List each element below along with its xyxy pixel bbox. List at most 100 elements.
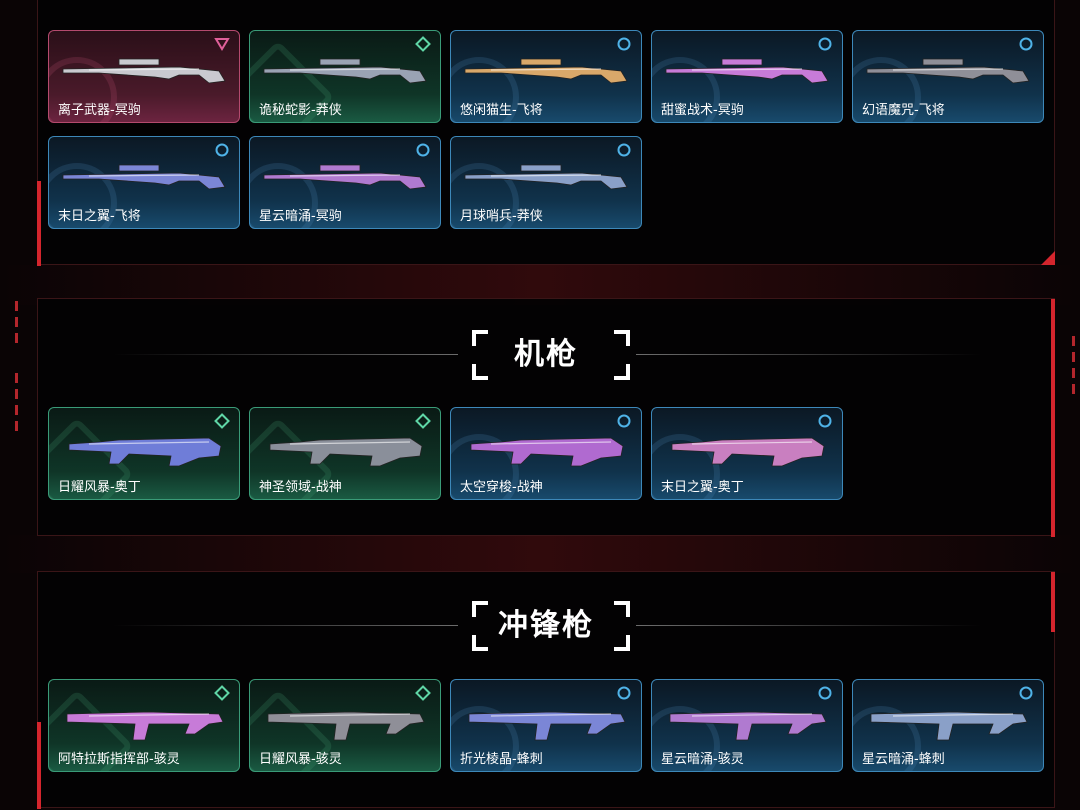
heading-bracket-right (614, 601, 630, 651)
weapon-skin-card[interactable]: 悠闲猫生-飞将 (450, 30, 642, 123)
heading-bracket-left (472, 601, 488, 651)
ring-icon (1019, 686, 1033, 700)
card-label: 末日之翼-奥丁 (661, 480, 744, 495)
machine-gun-image (671, 437, 825, 467)
smg-image (669, 711, 827, 741)
diamond-icon (214, 413, 230, 429)
weapon-skin-card[interactable]: 月球哨兵-莽侠 (450, 136, 642, 229)
section-title: 机枪 (514, 337, 578, 372)
weapon-skin-card[interactable]: 星云暗涌-蜂刺 (852, 679, 1044, 772)
ring-icon (617, 37, 631, 51)
ring-icon (617, 414, 631, 428)
smg-image (267, 711, 425, 741)
ring-icon (1019, 37, 1033, 51)
ring-icon (818, 686, 832, 700)
card-label: 星云暗涌-蜂刺 (862, 752, 945, 767)
weapon-skin-card[interactable]: 诡秘蛇影-莽侠 (249, 30, 441, 123)
card-label: 日耀风暴-骇灵 (259, 752, 342, 767)
ring-icon (416, 143, 430, 157)
card-glow-decoration (652, 706, 720, 771)
card-label: 神圣领域-战神 (259, 480, 342, 495)
sniper-rifle-image (464, 58, 628, 84)
sniper-rifle-image (62, 164, 226, 190)
weapon-skin-card[interactable]: 太空穿梭-战神 (450, 407, 642, 500)
sniper-rifle-image (464, 164, 628, 190)
weapon-skin-card[interactable]: 星云暗涌-骇灵 (651, 679, 843, 772)
smg-image (870, 711, 1028, 741)
card-label: 太空穿梭-战神 (460, 480, 543, 495)
card-glow-decoration (49, 163, 117, 228)
ring-icon (215, 143, 229, 157)
card-glow-decoration (451, 163, 519, 228)
heading-line-left (113, 625, 458, 626)
card-label: 悠闲猫生-飞将 (460, 103, 543, 118)
card-glow-decoration (49, 57, 117, 122)
card-label: 幻语魔咒-飞将 (862, 103, 945, 118)
section-machine-gun: 机枪 日耀风暴-奥丁 神圣领域-战神 太空穿梭-战神 末日之翼-奥丁 (37, 298, 1055, 537)
weapon-skin-card[interactable]: 离子武器-冥驹 (48, 30, 240, 123)
triangle-icon (214, 38, 230, 51)
machine-gun-image (68, 437, 222, 467)
sniper-rifle-image (866, 58, 1030, 84)
section-heading: 机枪 (38, 325, 1054, 385)
sniper-rifle-image (263, 58, 427, 84)
ring-icon (818, 414, 832, 428)
smg-image (66, 711, 224, 741)
diamond-icon (415, 413, 431, 429)
card-label: 星云暗涌-冥驹 (259, 209, 342, 224)
card-label: 日耀风暴-奥丁 (58, 480, 141, 495)
machine-gun-image (269, 437, 423, 467)
heading-line-left (113, 354, 458, 355)
weapon-skin-card[interactable]: 甜蜜战术-冥驹 (651, 30, 843, 123)
card-glow-decoration (853, 57, 921, 122)
card-label: 星云暗涌-骇灵 (661, 752, 744, 767)
weapon-skin-card[interactable]: 末日之翼-奥丁 (651, 407, 843, 500)
card-label: 诡秘蛇影-莽侠 (259, 103, 342, 118)
ring-icon (617, 686, 631, 700)
section-accent (37, 722, 41, 809)
ring-icon (818, 37, 832, 51)
background-streak (0, 535, 1080, 573)
sniper-rifle-image (62, 58, 226, 84)
section-sniper: 离子武器-冥驹 诡秘蛇影-莽侠 悠闲猫生-飞将 甜蜜战术-冥驹 幻语魔咒-飞将末日之翼-… (37, 0, 1055, 266)
weapon-skin-card[interactable]: 末日之翼-飞将 (48, 136, 240, 229)
card-label: 月球哨兵-莽侠 (460, 209, 543, 224)
weapon-skin-card[interactable]: 折光棱晶-蜂刺 (450, 679, 642, 772)
section-smg: 冲锋枪 阿特拉斯指挥部-骇灵 日耀风暴-骇灵 折光棱晶-蜂刺 星云暗涌-骇灵 星云暗涌-… (37, 571, 1055, 809)
side-marks-right (1072, 330, 1078, 400)
weapon-skin-card[interactable]: 星云暗涌-冥驹 (249, 136, 441, 229)
weapon-skin-card[interactable]: 神圣领域-战神 (249, 407, 441, 500)
card-label: 阿特拉斯指挥部-骇灵 (58, 752, 180, 767)
section-heading: 冲锋枪 (38, 596, 1054, 656)
heading-bracket-right (614, 330, 630, 380)
side-marks-left (15, 295, 21, 437)
card-glow-decoration (451, 434, 519, 499)
weapon-skin-card[interactable]: 日耀风暴-骇灵 (249, 679, 441, 772)
weapon-skin-card[interactable]: 阿特拉斯指挥部-骇灵 (48, 679, 240, 772)
diamond-icon (415, 36, 431, 52)
section-title: 冲锋枪 (498, 608, 594, 643)
section-corner (1041, 251, 1055, 265)
weapon-skin-card[interactable]: 幻语魔咒-飞将 (852, 30, 1044, 123)
heading-bracket-left (472, 330, 488, 380)
ring-icon (617, 143, 631, 157)
card-label: 末日之翼-飞将 (58, 209, 141, 224)
diamond-icon (214, 685, 230, 701)
diamond-icon (415, 685, 431, 701)
section-accent (1051, 299, 1055, 537)
smg-image (468, 711, 626, 741)
card-glow-decoration (652, 57, 720, 122)
card-glow-decoration (853, 706, 921, 771)
section-accent (37, 181, 41, 266)
card-label: 离子武器-冥驹 (58, 103, 141, 118)
card-glow-decoration (451, 57, 519, 122)
card-label: 甜蜜战术-冥驹 (661, 103, 744, 118)
card-glow-decoration (250, 163, 318, 228)
card-label: 折光棱晶-蜂刺 (460, 752, 543, 767)
weapon-skin-card[interactable]: 日耀风暴-奥丁 (48, 407, 240, 500)
machine-gun-image (470, 437, 624, 467)
sniper-rifle-image (665, 58, 829, 84)
card-glow-decoration (451, 706, 519, 771)
heading-line-right (636, 625, 981, 626)
card-glow-decoration (652, 434, 720, 499)
